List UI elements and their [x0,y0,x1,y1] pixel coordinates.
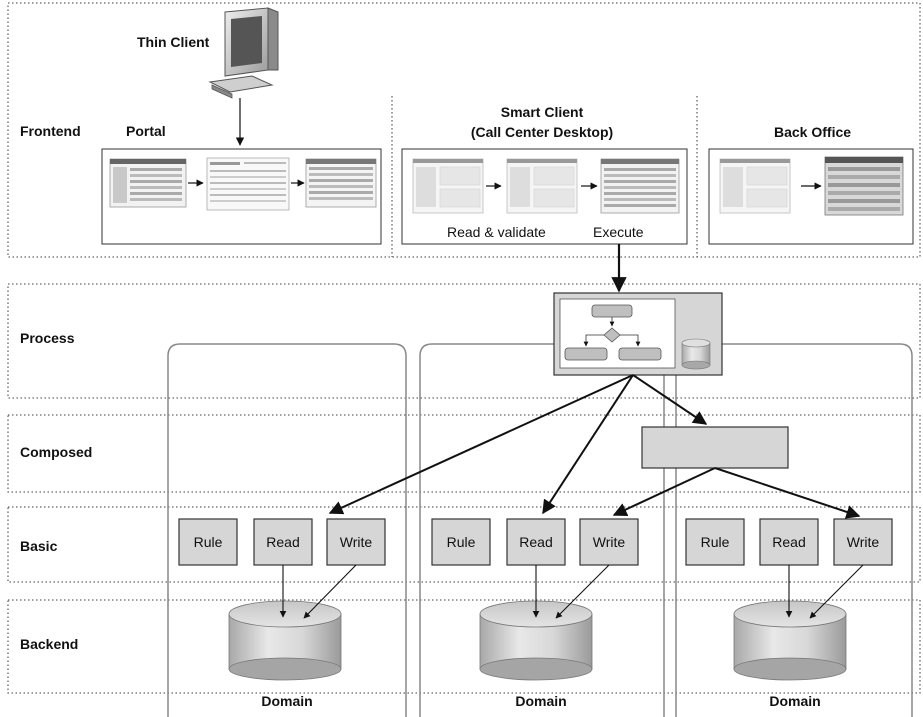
composed-layer: Composed [7,414,921,493]
database-cylinder [228,600,342,681]
smart-client-title-line2: (Call Center Desktop) [471,124,613,140]
composed-to-write-domain3-arrow [714,467,861,519]
process-to-composed-arrow [632,374,708,425]
rule-service-label: Rule [701,534,730,550]
rule-service-label: Rule [194,534,223,550]
frontend-layer: Frontend [7,2,921,258]
domain-column-frame [167,343,407,717]
back-office-screen-2 [824,156,904,216]
process-to-read-domain2-arrow [542,374,634,515]
basic-layer: Basic [7,506,921,583]
write-to-db-arrow [809,564,864,619]
smart-client-screen-1 [412,158,484,214]
read-service-label: Read [519,534,552,550]
back-office-section: Back Office [708,124,914,245]
portal-section: Portal [101,123,382,245]
layer-label-process: Process [20,330,75,346]
layer-label-composed: Composed [20,444,92,460]
back-office-screen-1 [719,158,791,214]
thin-client: Thin Client [137,7,279,146]
write-service-label: Write [340,534,373,550]
composed-service-box [641,426,789,469]
composed-layer-frame [7,414,921,493]
smart-client-section: Smart Client (Call Center Desktop) [401,104,688,245]
database-cylinder [733,600,847,681]
flow-right-node [618,347,662,361]
process-store-icon [681,338,711,370]
layer-label-basic: Basic [20,538,58,554]
domain-label: Domain [515,693,566,709]
backend-layer: Backend [7,599,921,694]
thin-client-label: Thin Client [137,34,210,50]
flow-start-node [591,304,633,318]
process-to-write-domain1-arrow [328,374,634,515]
write-service-box [579,518,639,566]
back-office-label: Back Office [774,124,851,140]
read-service-label: Read [266,534,299,550]
flow-decision-node [603,327,621,343]
basic-layer-frame [7,506,921,583]
read-service-label: Read [772,534,805,550]
write-to-db-arrow [555,564,610,619]
domain-label: Domain [261,693,312,709]
portal-screen-3 [305,158,377,208]
read-service-box [759,518,819,566]
process-engine [553,292,723,376]
flow-left-node [564,347,608,361]
domain-column-2 [419,343,665,717]
layer-label-frontend: Frontend [20,123,81,139]
read-validate-label: Read & validate [447,224,546,240]
layer-label-backend: Backend [20,636,78,652]
computer-icon [208,7,279,99]
process-layer: Process [7,283,921,399]
domain-2: Rule Read Write Domain [431,518,639,709]
rule-service-box [431,518,491,566]
execute-label: Execute [593,224,644,240]
write-service-label: Write [593,534,626,550]
domain-1: Rule Read Write Domain [178,518,386,709]
rule-service-label: Rule [447,534,476,550]
frontend-layer-frame [7,2,921,258]
portal-screen-2 [206,157,290,211]
write-to-db-arrow [303,564,357,619]
domain-column-1 [167,343,407,717]
process-layer-frame [7,283,921,399]
read-service-box [506,518,566,566]
domain-label: Domain [769,693,820,709]
write-service-label: Write [847,534,880,550]
rule-service-box [685,518,745,566]
portal-screen-1 [109,158,187,208]
backend-layer-frame [7,599,921,694]
smart-client-title-line1: Smart Client [501,104,584,120]
domain-3: Rule Read Write Domain [685,518,893,709]
smart-client-screen-2 [506,158,578,214]
domain-column-frame [419,343,665,717]
rule-service-box [178,518,238,566]
smart-client-screen-3 [600,158,680,214]
portal-label: Portal [126,123,166,139]
composed-to-write-domain2-arrow [612,467,716,517]
